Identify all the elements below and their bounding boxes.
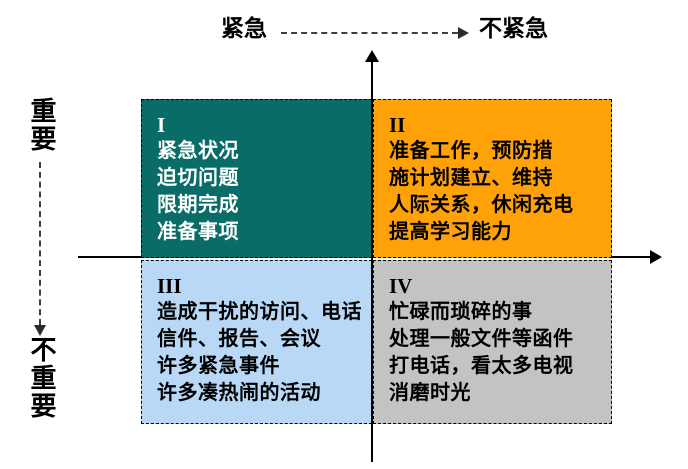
- y-axis-line: [371, 60, 373, 462]
- importance-axis-label-not-important: 不重要: [27, 336, 57, 420]
- importance-axis-label-important: 重要: [27, 97, 57, 153]
- quadrant-4-line: 忙碌而琐碎的事: [389, 301, 533, 323]
- urgency-axis-dashed-arrow: [281, 32, 458, 34]
- quadrant-3-line: 许多紧急事件: [157, 355, 280, 377]
- urgency-axis-label-urgent: 紧急: [221, 15, 267, 41]
- quadrant-2-line: 人际关系，休闲充电: [389, 194, 574, 216]
- importance-axis-dashed-arrow: [39, 162, 41, 325]
- quadrant-4-line: 消磨时光: [389, 382, 471, 404]
- quadrant-4-numeral: IV: [389, 274, 413, 298]
- quadrant-2-noturgent-important: II 准备工作，预防措 施计划建立、维持 人际关系，休闲充电 提高学习能力: [373, 99, 612, 258]
- quadrant-1-numeral: I: [157, 113, 166, 137]
- quadrant-1-line: 紧急状况: [157, 140, 239, 162]
- quadrant-4-line: 打电话，看太多电视: [389, 355, 574, 377]
- quadrant-2-line: 准备工作，预防措: [389, 140, 553, 162]
- x-axis-line-right: [612, 256, 652, 258]
- quadrant-3-line: 许多凑热闹的活动: [157, 382, 321, 404]
- quadrant-3-line: 造成干扰的访问、电话: [157, 301, 362, 323]
- quadrant-3-numeral: III: [157, 274, 182, 298]
- quadrant-4-line: 处理一般文件等函件: [389, 328, 574, 350]
- quadrant-2-numeral: II: [389, 113, 406, 137]
- quadrant-1-line: 迫切问题: [157, 167, 239, 189]
- x-axis-line-left: [78, 256, 141, 258]
- urgency-axis-label-not-urgent: 不紧急: [479, 15, 548, 41]
- importance-axis-arrowhead-icon: [34, 325, 46, 336]
- quadrant-2-line: 施计划建立、维持: [389, 167, 553, 189]
- urgency-axis-arrowhead-icon: [458, 27, 469, 39]
- quadrant-3-line: 信件、报告、会议: [157, 328, 321, 350]
- quadrant-4-noturgent-notimportant: IV 忙碌而琐碎的事 处理一般文件等函件 打电话，看太多电视 消磨时光: [373, 260, 612, 424]
- quadrant-2-line: 提高学习能力: [389, 221, 512, 243]
- quadrant-1-urgent-important: I 紧急状况 迫切问题 限期完成 准备事项: [141, 99, 372, 258]
- x-axis-arrowhead-icon: [650, 250, 662, 264]
- quadrant-3-urgent-notimportant: III 造成干扰的访问、电话 信件、报告、会议 许多紧急事件 许多凑热闹的活动: [141, 260, 372, 424]
- y-axis-arrowhead-icon: [365, 50, 379, 62]
- quadrant-1-line: 准备事项: [157, 221, 239, 243]
- quadrant-1-line: 限期完成: [157, 194, 239, 216]
